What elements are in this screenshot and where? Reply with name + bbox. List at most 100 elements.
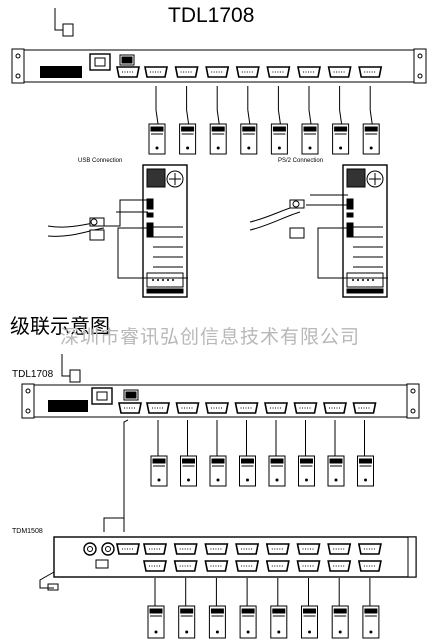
cascade-power-socket-inner bbox=[96, 391, 108, 401]
usb-pc-vga-area bbox=[146, 272, 184, 288]
tdm-server-8-bay bbox=[364, 608, 378, 614]
cascade-server-8-led bbox=[364, 478, 367, 482]
tdm-console-port bbox=[116, 543, 140, 555]
ps2-pc-dot bbox=[362, 279, 364, 281]
top-power-socket-inner bbox=[94, 57, 106, 67]
tdm-server-4-bay bbox=[241, 608, 255, 614]
tdm-port-bottom-6 bbox=[296, 560, 321, 572]
cascade-kvm-port-8 bbox=[352, 402, 377, 414]
top-server-4-bay bbox=[242, 126, 256, 132]
tdm-port-top-2 bbox=[173, 543, 198, 555]
ps2-pc-usb-port bbox=[346, 212, 354, 218]
usb-plug-ring bbox=[90, 218, 98, 226]
tdm-server-5-led bbox=[277, 630, 281, 634]
top-switch-left-ear bbox=[11, 48, 25, 84]
usb-pc-dot bbox=[162, 279, 164, 281]
tdm-power-port bbox=[95, 559, 109, 569]
usb-pc-psu bbox=[146, 168, 166, 188]
top-switch-screw bbox=[417, 73, 423, 79]
cascade-top-switch-right-ear bbox=[406, 383, 420, 419]
tdm-server-3-bay bbox=[210, 608, 224, 614]
cascade-top-switch-screw bbox=[410, 408, 416, 414]
company-watermark: 深圳市睿讯弘创信息技术有限公司 bbox=[60, 326, 361, 348]
top-cable-drop-2 bbox=[186, 109, 190, 125]
cascade-top-switch-left-ear bbox=[21, 383, 35, 419]
cascade-label-plate bbox=[48, 400, 88, 412]
tdm-server-2-led bbox=[185, 630, 189, 634]
top-cable-drop-8 bbox=[369, 109, 373, 125]
top-server-7-led bbox=[339, 146, 343, 150]
tdm-ps2-port-inner bbox=[87, 546, 93, 552]
tdm-port-bottom-5 bbox=[265, 560, 290, 572]
top-kvm-port-3 bbox=[205, 66, 230, 78]
cascade-server-1-bay bbox=[152, 458, 166, 464]
top-power-cable bbox=[54, 8, 63, 31]
ps2-connection-label: PS/2 Connection bbox=[278, 158, 324, 164]
usb-pc-io-port bbox=[146, 222, 154, 238]
usb-wire bbox=[104, 199, 148, 227]
cascade-section-title: 级联示意图 bbox=[10, 314, 110, 338]
tdm-server-8 bbox=[362, 605, 380, 639]
tdm-port-bottom-7 bbox=[327, 560, 352, 572]
ps2-vga-wire bbox=[317, 227, 388, 279]
tdm-ps2-port bbox=[83, 542, 97, 556]
top-cable-drop-1 bbox=[155, 109, 159, 125]
tdm-power-cable bbox=[39, 571, 55, 589]
cascade-server-3-led bbox=[216, 478, 220, 482]
top-switch-button-face bbox=[121, 56, 133, 64]
tdm-server-7 bbox=[331, 605, 349, 639]
top-server-3-led bbox=[216, 146, 220, 150]
tdm-server-2-bay bbox=[180, 608, 194, 614]
cascade-link-cable bbox=[123, 419, 129, 532]
cascade-power-plug bbox=[69, 369, 81, 383]
cascade-server-4-bay bbox=[241, 458, 254, 464]
tdm-server-7-led bbox=[338, 630, 342, 634]
cascade-server-6-bay bbox=[300, 458, 313, 464]
top-server-1-led bbox=[155, 146, 159, 150]
top-switch-screw bbox=[15, 73, 21, 79]
cascade-kvm-port-6 bbox=[293, 402, 318, 414]
usb-cable-b bbox=[47, 227, 105, 237]
usb-pc-dot bbox=[157, 279, 159, 281]
top-kvm-port-8 bbox=[358, 66, 383, 78]
tdm-server-3 bbox=[208, 605, 226, 639]
top-server-8-bay bbox=[364, 126, 378, 132]
tdm-power-plug bbox=[47, 583, 59, 591]
top-server-1-bay bbox=[150, 126, 164, 132]
cascade-kvm-port-5 bbox=[264, 402, 288, 414]
tdm-port-top-3 bbox=[204, 543, 229, 555]
ps2-plug-a bbox=[289, 199, 305, 209]
top-switch-right-ear bbox=[413, 48, 427, 84]
tdm-ps2-port bbox=[101, 542, 115, 556]
ps2-plug-ring bbox=[292, 200, 300, 208]
cascade-server-3-bay bbox=[211, 458, 225, 464]
cascade-kvm-port-4 bbox=[234, 402, 259, 414]
top-server-8-led bbox=[369, 146, 373, 150]
top-cable-drop-4 bbox=[247, 109, 251, 125]
diagram-title: TDL1708 bbox=[168, 4, 255, 27]
top-switch-screw bbox=[15, 53, 21, 59]
tdm-server-6 bbox=[301, 605, 318, 639]
top-server-4-led bbox=[247, 146, 251, 150]
tdm-server-1-bay bbox=[149, 608, 163, 614]
cascade-server-5-led bbox=[275, 478, 279, 482]
tdm-port-top-8 bbox=[357, 543, 382, 555]
top-kvm-port-7 bbox=[327, 66, 352, 78]
cascade-top-switch-screw bbox=[410, 388, 416, 394]
usb-pc-usb-port bbox=[146, 212, 154, 218]
cascade-server-7-led bbox=[334, 478, 338, 482]
usb-plug-b bbox=[89, 229, 105, 241]
tdm-port-bottom-2 bbox=[173, 560, 198, 572]
top-server-5-bay bbox=[272, 126, 286, 132]
usb-pc-foot bbox=[146, 288, 184, 294]
ps2-pc-vga-area bbox=[346, 272, 384, 288]
tdm-server-6-bay bbox=[303, 608, 316, 614]
usb-pc-ps2-port bbox=[146, 198, 154, 210]
tdm-server-7-bay bbox=[333, 608, 347, 614]
top-kvm-port-2 bbox=[174, 66, 199, 78]
ps2-pc-foot bbox=[346, 288, 384, 294]
ps2-pc-dot bbox=[352, 279, 354, 281]
tdm-server-8-led bbox=[369, 630, 373, 634]
top-kvm-port-5 bbox=[266, 66, 291, 78]
